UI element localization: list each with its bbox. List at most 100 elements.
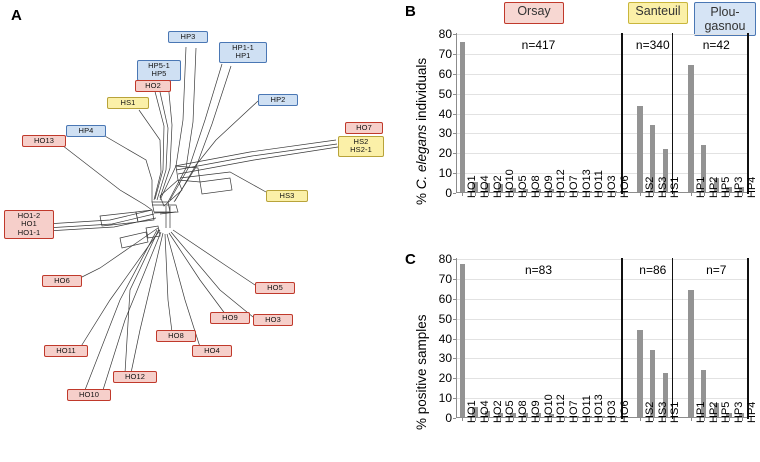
network-node-ho12[interactable]: HO12 bbox=[113, 371, 157, 384]
y-axis-tick bbox=[453, 193, 456, 194]
bar bbox=[535, 188, 542, 192]
group-n-label: n=86 bbox=[639, 263, 667, 277]
network-node-ho9[interactable]: HO9 bbox=[210, 312, 250, 325]
x-axis-label: HO6 bbox=[618, 175, 631, 198]
network-node-ho3[interactable]: HO3 bbox=[253, 314, 293, 327]
bar bbox=[586, 416, 592, 417]
x-axis-tick bbox=[589, 418, 591, 421]
gridline bbox=[456, 34, 748, 35]
y-axis-tick-label: 80 bbox=[438, 252, 452, 266]
network-node-ho8[interactable]: HO8 bbox=[156, 330, 196, 343]
network-node-ho6[interactable]: HO6 bbox=[42, 275, 82, 288]
panel-a-letter: A bbox=[11, 7, 22, 24]
y-axis-tick-label: 40 bbox=[438, 331, 452, 346]
gridline bbox=[456, 378, 748, 380]
x-axis-label: HP3 bbox=[732, 401, 745, 423]
x-axis-label: HO1 bbox=[466, 175, 479, 198]
network-node-hs1[interactable]: HS1 bbox=[107, 97, 149, 110]
gridline bbox=[456, 53, 748, 55]
network-node-ho2[interactable]: HO2 bbox=[135, 80, 171, 93]
x-axis-label: HO13 bbox=[580, 169, 593, 198]
x-axis-tick bbox=[525, 193, 527, 196]
bar bbox=[599, 191, 605, 192]
network-node-ho10[interactable]: HO10 bbox=[67, 389, 111, 402]
x-axis-tick bbox=[487, 418, 489, 421]
group-n-label: n=83 bbox=[525, 263, 553, 277]
network-node-hp3[interactable]: HP3 bbox=[168, 31, 208, 44]
x-axis-label: HS2 bbox=[644, 401, 657, 423]
x-axis-label: HO6 bbox=[618, 400, 631, 423]
site-tag-plougasnou: Plou- gasnou bbox=[694, 2, 756, 36]
y-axis-tick-label: 40 bbox=[438, 106, 452, 121]
x-axis-tick bbox=[665, 193, 667, 196]
y-axis-tick bbox=[453, 418, 456, 419]
bar bbox=[700, 145, 707, 192]
bar bbox=[573, 416, 580, 417]
gridline bbox=[456, 259, 748, 260]
gridline bbox=[456, 93, 748, 95]
x-axis-tick bbox=[716, 418, 718, 421]
bar bbox=[472, 181, 478, 192]
y-axis-tick-label: 60 bbox=[438, 66, 452, 81]
x-axis-label: HO1 bbox=[466, 400, 479, 423]
network-node-hs3[interactable]: HS3 bbox=[266, 190, 308, 203]
bar bbox=[472, 407, 478, 417]
bar bbox=[535, 413, 542, 417]
x-axis-label: HP1 bbox=[694, 401, 707, 423]
x-axis-tick bbox=[513, 193, 515, 196]
network-node-hp1[interactable]: HP1-1 HP1 bbox=[219, 42, 267, 63]
y-axis-tick-label: 0 bbox=[445, 411, 452, 425]
bar bbox=[650, 350, 656, 417]
network-node-ho13[interactable]: HO13 bbox=[22, 135, 66, 148]
y-axis-tick-label: 20 bbox=[438, 146, 452, 161]
y-axis-tick-label: 30 bbox=[438, 126, 452, 141]
network-node-ho1[interactable]: HO1-2 HO1 HO1-1 bbox=[4, 210, 54, 240]
panel-a-phylogenetic-network: A bbox=[4, 7, 384, 402]
gridline bbox=[456, 173, 748, 175]
network-node-hs2[interactable]: HS2 HS2-1 bbox=[338, 136, 384, 157]
network-node-ho11[interactable]: HO11 bbox=[44, 345, 88, 358]
group-divider bbox=[621, 258, 623, 419]
x-axis-label: HO5 bbox=[504, 400, 517, 423]
x-axis bbox=[456, 192, 748, 193]
x-axis-label: HO13 bbox=[593, 394, 606, 423]
x-axis-tick bbox=[728, 418, 730, 421]
x-axis-tick bbox=[652, 418, 654, 421]
x-axis-tick bbox=[576, 193, 578, 196]
gridline bbox=[456, 153, 748, 155]
group-divider bbox=[671, 33, 674, 194]
x-axis-tick bbox=[690, 193, 692, 196]
x-axis-tick bbox=[589, 193, 591, 196]
x-axis-label: HO11 bbox=[580, 395, 593, 423]
y-axis-tick bbox=[453, 378, 456, 380]
network-node-hp5[interactable]: HP5-1 HP5 bbox=[137, 60, 181, 81]
x-axis-tick bbox=[551, 418, 553, 421]
bar bbox=[586, 191, 592, 192]
x-axis-tick bbox=[614, 193, 616, 196]
network-node-ho7[interactable]: HO7 bbox=[345, 122, 383, 135]
bar bbox=[713, 177, 719, 192]
bar bbox=[612, 416, 618, 417]
x-axis-tick bbox=[703, 418, 705, 421]
y-axis-tick bbox=[453, 113, 456, 115]
x-axis-tick bbox=[716, 193, 718, 196]
network-node-ho5[interactable]: HO5 bbox=[255, 282, 295, 295]
group-n-label: n=340 bbox=[635, 38, 670, 52]
x-axis-tick bbox=[563, 193, 565, 196]
x-axis-tick bbox=[741, 418, 743, 421]
network-node-ho4[interactable]: HO4 bbox=[192, 345, 232, 358]
network-node-hp2[interactable]: HP2 bbox=[258, 94, 298, 107]
network-node-hp4[interactable]: HP4 bbox=[66, 125, 106, 138]
x-axis-label: HP4 bbox=[745, 176, 758, 198]
bar bbox=[485, 182, 491, 192]
x-axis-label: HS2 bbox=[644, 176, 657, 198]
gridline bbox=[456, 73, 748, 75]
x-axis-label: HP3 bbox=[732, 176, 745, 198]
bar bbox=[738, 412, 745, 417]
x-axis-label: HO7 bbox=[567, 175, 580, 198]
y-axis bbox=[456, 258, 457, 418]
gridline bbox=[456, 338, 748, 340]
bar bbox=[726, 187, 732, 192]
